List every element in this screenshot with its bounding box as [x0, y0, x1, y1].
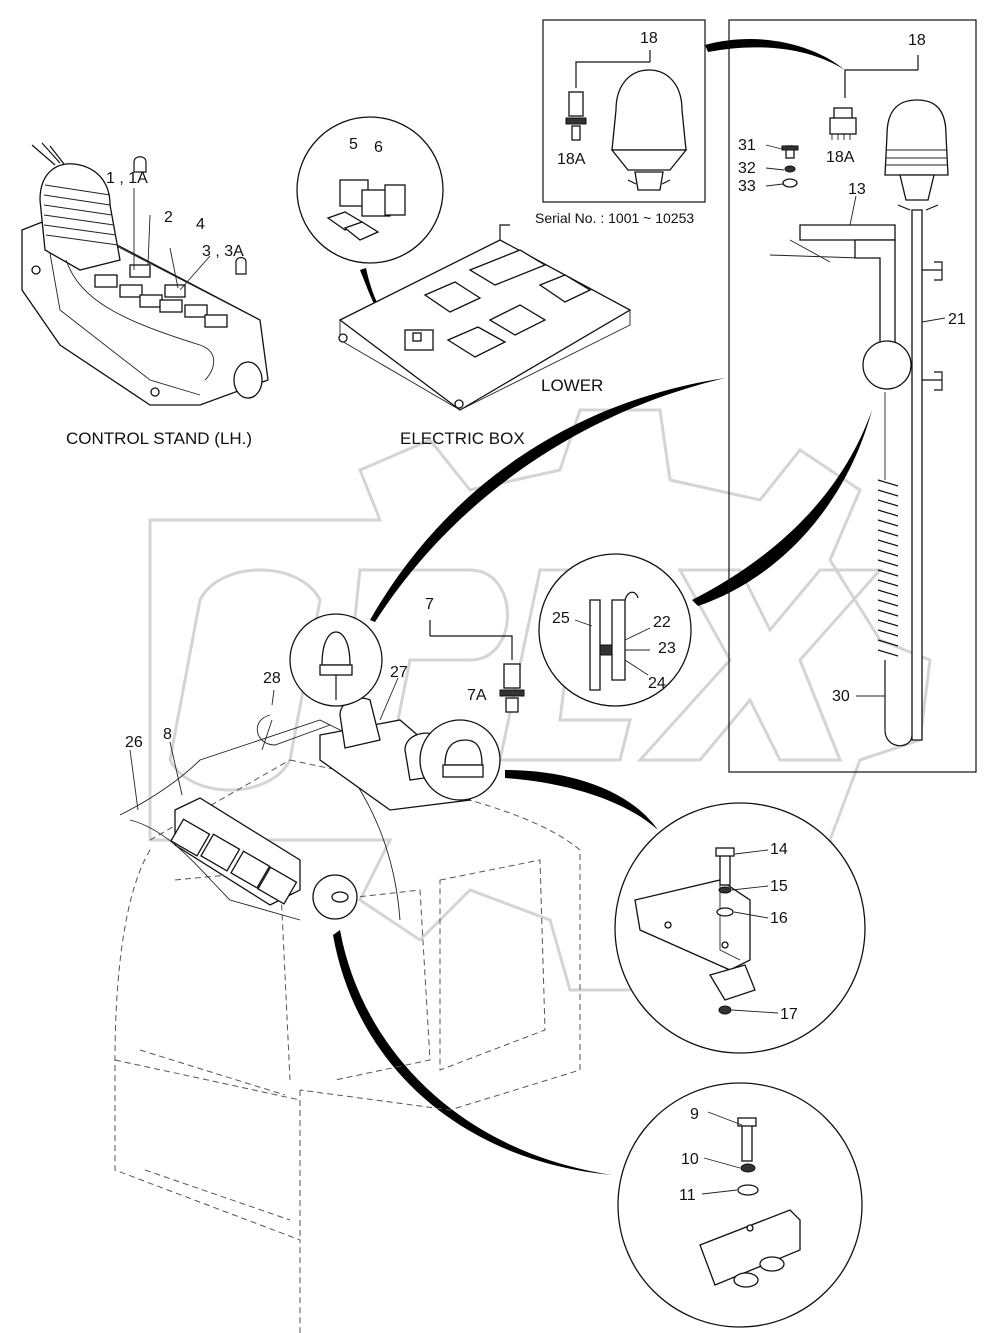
bracket-detail-9-11 — [617, 1082, 863, 1328]
part-label-17: 17 — [780, 1006, 798, 1023]
arc-mount-right — [692, 410, 872, 606]
caption-control-stand: CONTROL STAND (LH.) — [66, 429, 252, 448]
callout-arcs — [333, 39, 872, 1175]
part-number-labels: 1 , 1A 2 3 , 3A 4 5 6 7 7A 8 9 10 11 13 … — [106, 30, 966, 1204]
part-label-2: 2 — [164, 209, 173, 226]
part-label-6: 6 — [374, 139, 383, 156]
control-stand-illustration — [21, 142, 269, 406]
arc-beacon-top — [705, 39, 845, 70]
part-label-18-right: 18 — [908, 32, 926, 49]
part-label-15: 15 — [770, 878, 788, 895]
part-label-8: 8 — [163, 726, 172, 743]
part-label-22: 22 — [653, 614, 671, 631]
relay-detail-inset — [296, 116, 444, 264]
part-label-25: 25 — [552, 610, 570, 627]
captions: CONTROL STAND (LH.) ELECTRIC BOX LOWER S… — [66, 210, 694, 448]
part-label-30: 30 — [832, 688, 850, 705]
part-label-23: 23 — [658, 640, 676, 657]
bracket-detail-14-17 — [614, 802, 866, 1054]
part-label-3-3a: 3 , 3A — [202, 243, 244, 260]
arc-electric-box — [360, 268, 400, 335]
part-label-16: 16 — [770, 910, 788, 927]
part-label-18a-inset: 18A — [557, 151, 586, 168]
part-label-11: 11 — [679, 1187, 696, 1204]
part-label-24: 24 — [648, 675, 666, 692]
part-label-13: 13 — [848, 181, 866, 198]
caption-serial: Serial No. : 1001 ~ 10253 — [535, 210, 694, 226]
serial-inset-box — [542, 19, 706, 203]
part-label-4: 4 — [196, 216, 205, 233]
arc-bracket-16 — [505, 770, 658, 830]
cab-illustration — [114, 613, 581, 1333]
part-label-18a-right: 18A — [826, 149, 855, 166]
electric-box-illustration — [338, 224, 632, 411]
part-label-18-inset: 18 — [640, 30, 658, 47]
part-label-7: 7 — [425, 596, 434, 613]
part-label-9: 9 — [690, 1106, 699, 1123]
part-label-33: 33 — [738, 178, 756, 195]
part-label-10: 10 — [681, 1151, 699, 1168]
caption-electric-box: ELECTRIC BOX — [400, 429, 525, 448]
caption-lower: LOWER — [541, 376, 603, 395]
part-label-32: 32 — [738, 160, 756, 177]
part-label-26: 26 — [125, 734, 143, 751]
part-label-27: 27 — [390, 664, 408, 681]
part-label-14: 14 — [770, 841, 788, 858]
mount-detail-inset — [538, 553, 692, 707]
part-label-1-1a: 1 , 1A — [106, 170, 148, 187]
part-label-7a: 7A — [467, 687, 487, 704]
arc-bracket-11 — [333, 930, 612, 1175]
beacon-assembly-panel — [728, 19, 977, 773]
part-label-21: 21 — [948, 311, 966, 328]
part-label-28: 28 — [263, 670, 281, 687]
part-label-5: 5 — [349, 136, 358, 153]
part-label-31: 31 — [738, 137, 756, 154]
